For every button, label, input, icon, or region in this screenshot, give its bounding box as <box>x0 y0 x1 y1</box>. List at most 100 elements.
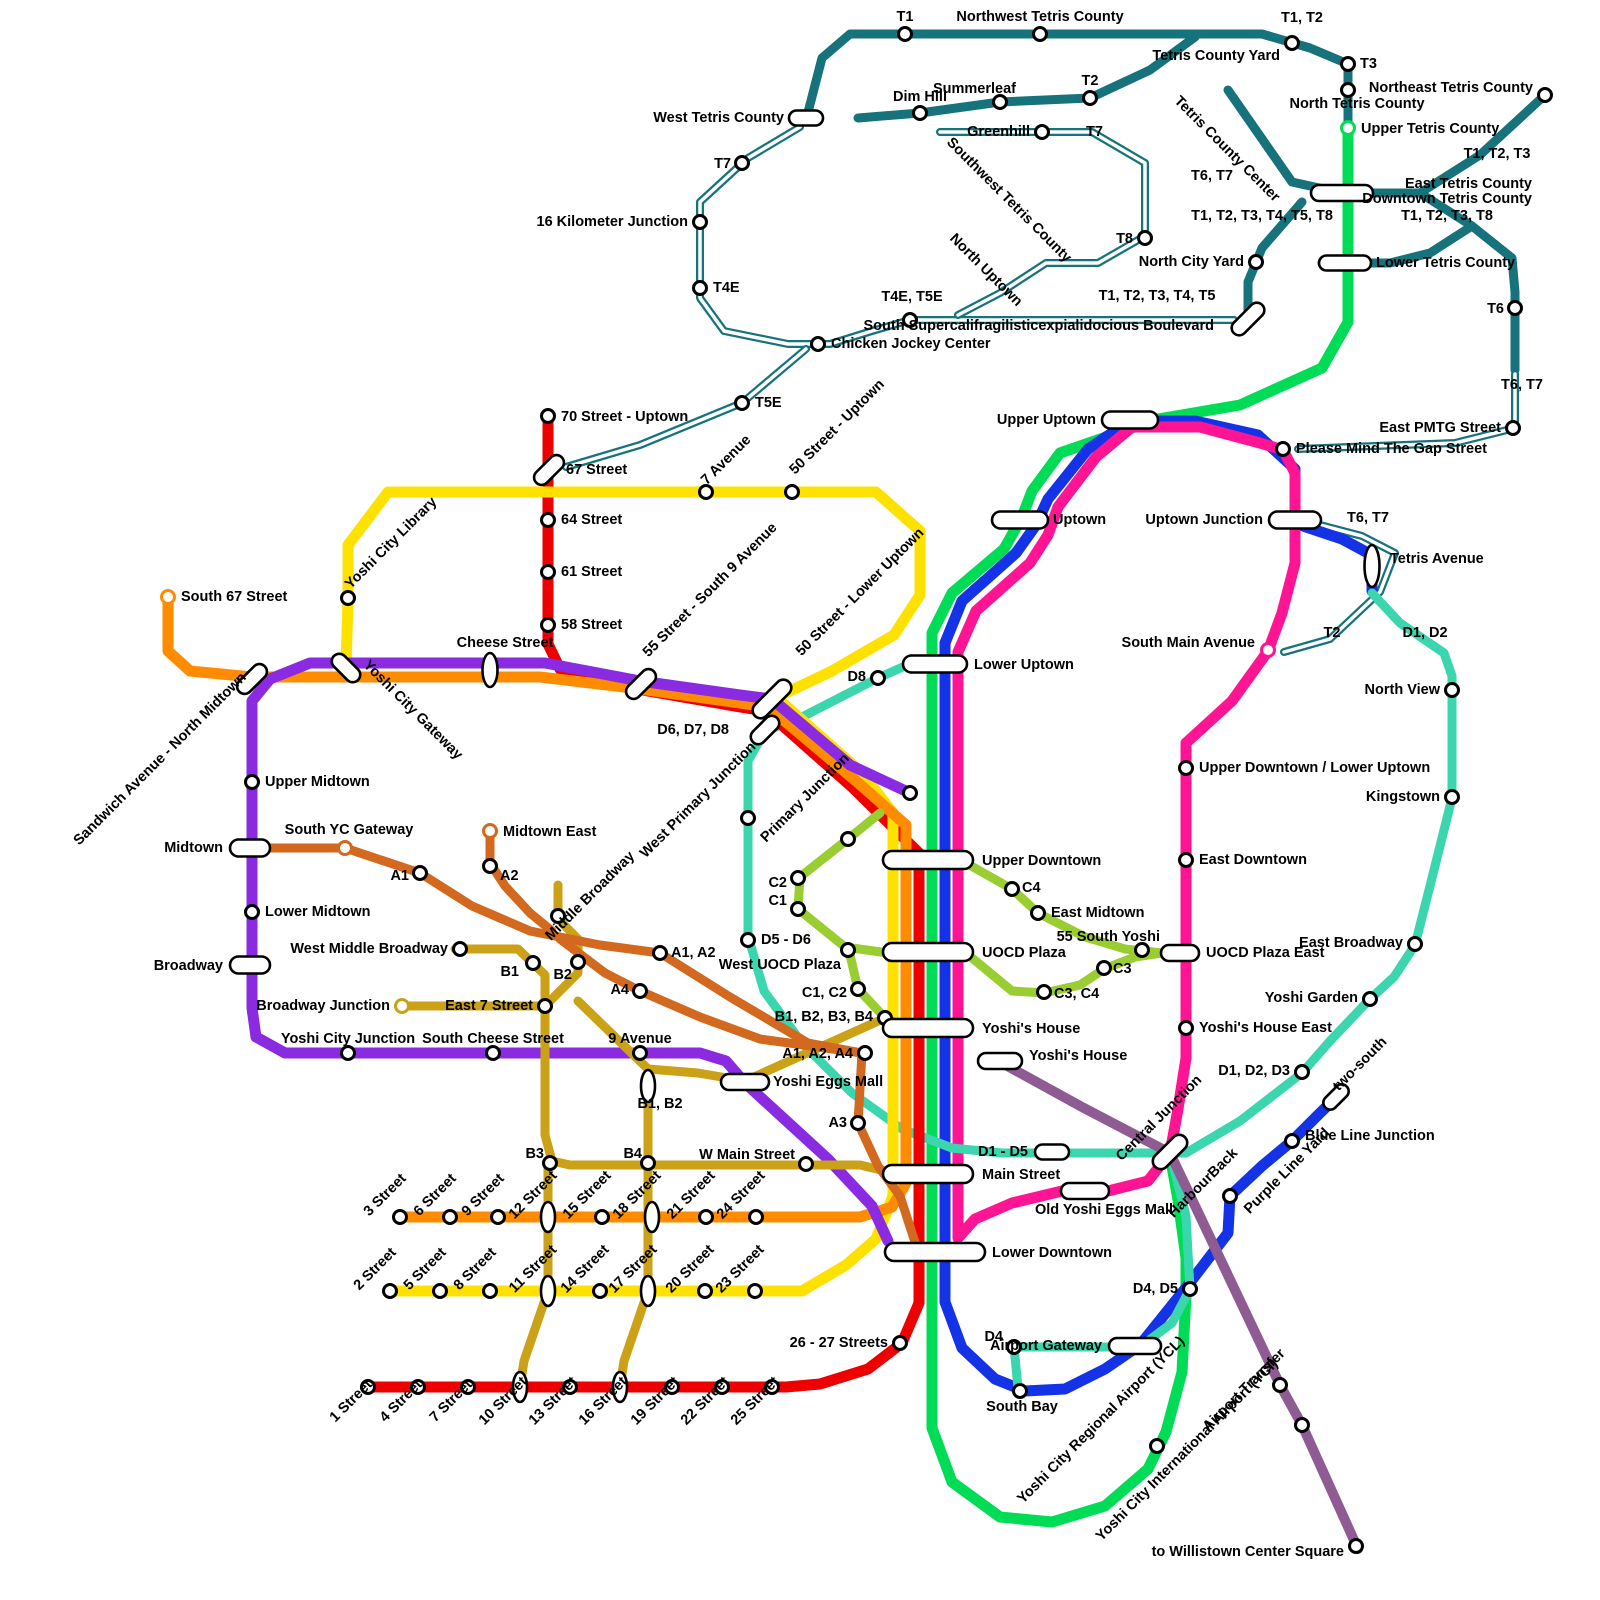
station-northwest-tetris-county[interactable] <box>1032 26 1048 42</box>
station-t4e[interactable] <box>692 280 708 296</box>
station-sandwich-avenue-north-midtown[interactable] <box>234 661 270 697</box>
station-yoshi-city-international-airport-yci[interactable] <box>1294 1417 1310 1433</box>
station-west-primary-junction[interactable] <box>740 810 756 826</box>
station-a3[interactable] <box>850 1115 866 1131</box>
station-t4e-t5e[interactable] <box>902 312 918 328</box>
station-t2[interactable] <box>1082 90 1098 106</box>
station-yoshi-city-library[interactable] <box>340 590 356 606</box>
station-a1-a2-a4[interactable] <box>857 1045 873 1061</box>
station-25-street[interactable] <box>764 1379 780 1395</box>
station-t7[interactable] <box>734 155 750 171</box>
station-13-street[interactable] <box>562 1379 578 1395</box>
station-20-street[interactable] <box>697 1283 713 1299</box>
station-7-avenue[interactable] <box>698 484 714 500</box>
station-c1-c2[interactable] <box>850 981 866 997</box>
station-t5e[interactable] <box>734 395 750 411</box>
station-10-street[interactable] <box>511 1370 529 1404</box>
station-primary-junction[interactable] <box>840 831 856 847</box>
station-upper-midtown[interactable] <box>244 774 260 790</box>
station-c1[interactable] <box>790 901 806 917</box>
station-yoshi-city-junction[interactable] <box>340 1045 356 1061</box>
station-18-street[interactable] <box>643 1200 661 1234</box>
station-north-view[interactable] <box>1444 682 1460 698</box>
station-south-67-street[interactable] <box>160 589 176 605</box>
station-airport-transfer[interactable] <box>1272 1377 1288 1393</box>
station-summerleaf[interactable] <box>992 94 1008 110</box>
station-15-street[interactable] <box>594 1209 610 1225</box>
station-50-street-lower-uptown[interactable] <box>749 676 794 721</box>
station-middle-broadway[interactable] <box>550 908 566 924</box>
station-tetris-avenue[interactable] <box>1363 543 1381 589</box>
station-central-junction[interactable] <box>1149 1131 1190 1172</box>
station-north-city-yard[interactable] <box>1248 254 1264 270</box>
station-70-street-uptown[interactable] <box>540 408 556 424</box>
station-upper-downtown[interactable] <box>881 849 975 871</box>
station-yoshi-city-gateway[interactable] <box>329 651 364 686</box>
station-d6-d7-d8[interactable] <box>748 713 783 748</box>
station-64-street[interactable] <box>540 512 556 528</box>
station-yoshi-s-house[interactable] <box>881 1017 975 1039</box>
station-24-street[interactable] <box>748 1209 764 1225</box>
station-b1[interactable] <box>525 955 541 971</box>
station-b2[interactable] <box>570 954 586 970</box>
station-south-yc-gateway[interactable] <box>337 840 353 856</box>
station-w-main-street[interactable] <box>798 1156 814 1172</box>
station-midtown[interactable] <box>228 838 272 858</box>
station-kingstown[interactable] <box>1444 789 1460 805</box>
station-lower-downtown[interactable] <box>883 1241 987 1263</box>
station-old-yoshi-eggs-mall[interactable] <box>1059 1181 1111 1201</box>
station-lower-tetris-county[interactable] <box>1317 254 1373 272</box>
station-uocd-plaza-east[interactable] <box>1159 943 1201 963</box>
station-c3-c4[interactable] <box>1036 984 1052 1000</box>
station-west-tetris-county[interactable] <box>787 109 825 127</box>
station-yoshi-s-house[interactable] <box>976 1051 1024 1071</box>
station-58-street[interactable] <box>540 617 556 633</box>
station-b4[interactable] <box>640 1155 656 1171</box>
station-t8[interactable] <box>1137 230 1153 246</box>
station-broadway-junction[interactable] <box>394 998 410 1014</box>
station-dim-hill[interactable] <box>912 105 928 121</box>
station-to-willistown-center-square[interactable] <box>1348 1538 1364 1554</box>
station-west-uocd-plaza[interactable] <box>840 942 856 958</box>
station-upper-tetris-county[interactable] <box>1340 120 1356 136</box>
station-19-street[interactable] <box>664 1379 680 1395</box>
station-d8[interactable] <box>870 670 886 686</box>
station-55-south-yoshi[interactable] <box>1134 942 1150 958</box>
station-greenhill[interactable] <box>1034 124 1050 140</box>
station-east-tetris-county[interactable] <box>1309 183 1375 203</box>
station-harbourback[interactable] <box>1222 1188 1238 1204</box>
station-d1-d5[interactable] <box>1033 1143 1071 1161</box>
station-c2[interactable] <box>790 870 806 886</box>
station-yoshi-garden[interactable] <box>1362 991 1378 1007</box>
station-50-street-uptown[interactable] <box>784 484 800 500</box>
station-7-street[interactable] <box>460 1379 476 1395</box>
station-south-bay[interactable] <box>1012 1383 1028 1399</box>
station-4-street[interactable] <box>410 1379 426 1395</box>
station-northeast-tetris-county[interactable] <box>1537 87 1553 103</box>
station-16-kilometer-junction[interactable] <box>692 214 708 230</box>
station-south-cheese-street[interactable] <box>485 1045 501 1061</box>
station-south-supercalifragilisticexpialidocious-boulevard[interactable] <box>1229 300 1268 339</box>
station-9-street[interactable] <box>490 1209 506 1225</box>
station-lower-uptown[interactable] <box>901 654 969 674</box>
station-south-main-avenue[interactable] <box>1260 642 1276 658</box>
station-east-midtown[interactable] <box>1030 905 1046 921</box>
station-55-street-south-9-avenue[interactable] <box>623 666 659 702</box>
station-c4[interactable] <box>1004 881 1020 897</box>
station-5-street[interactable] <box>432 1283 448 1299</box>
station-main-street[interactable] <box>881 1163 975 1185</box>
station-airport-gateway[interactable] <box>1107 1336 1163 1356</box>
station-uptown-junction[interactable] <box>1267 510 1323 530</box>
station-a1[interactable] <box>412 865 428 881</box>
station-1-street[interactable] <box>360 1379 376 1395</box>
station-yoshi-s-house-east[interactable] <box>1178 1020 1194 1036</box>
station-please-mind-the-gap-street[interactable] <box>1275 441 1291 457</box>
station-north-tetris-county[interactable] <box>1340 82 1356 98</box>
station-8-street[interactable] <box>482 1283 498 1299</box>
station-west-middle-broadway[interactable] <box>452 941 468 957</box>
station-chicken-jockey-center[interactable] <box>810 336 826 352</box>
station-t3[interactable] <box>1340 56 1356 72</box>
station-b1-b2[interactable] <box>639 1068 657 1104</box>
station-6-street[interactable] <box>442 1209 458 1225</box>
station-21-street[interactable] <box>698 1209 714 1225</box>
